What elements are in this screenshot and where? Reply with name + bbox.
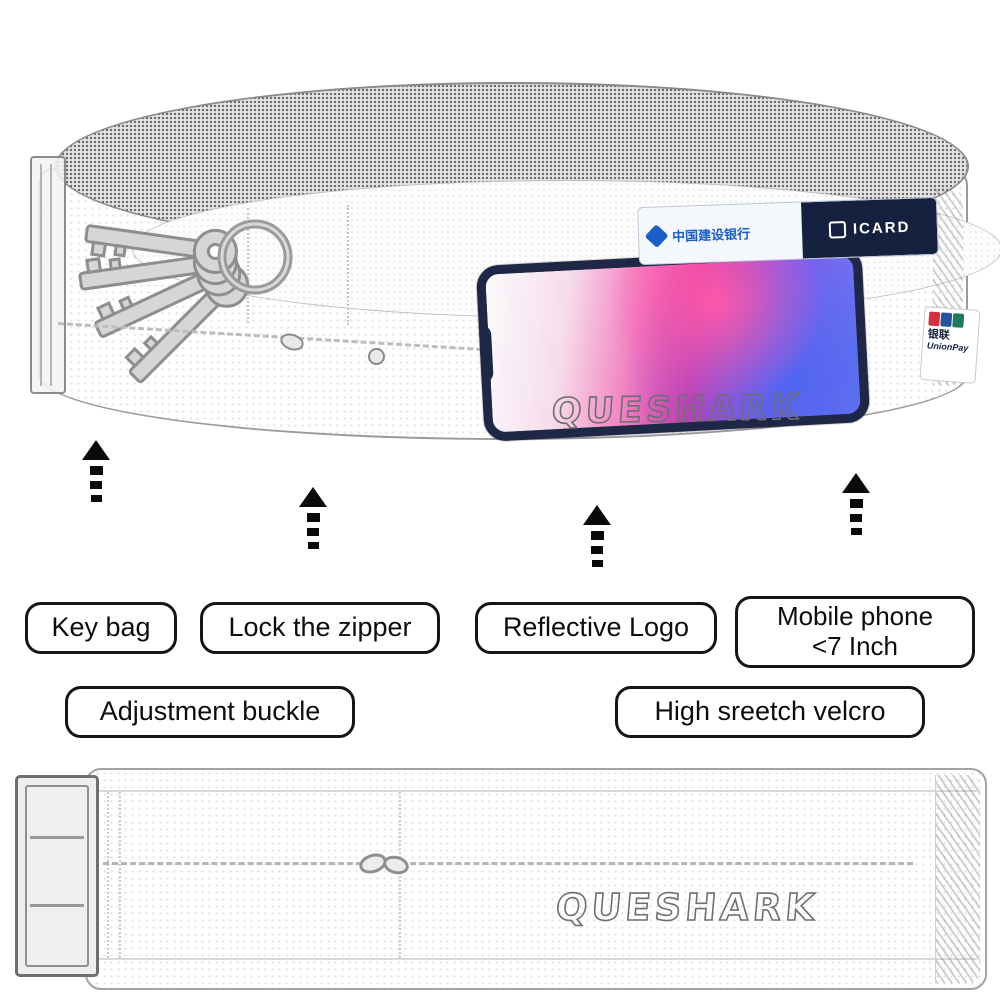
- arrow-dash: [590, 531, 604, 540]
- callout-label: Adjustment buckle: [99, 696, 321, 727]
- callout-label: Reflective Logo: [502, 612, 690, 643]
- zipper-loop-icon: [368, 348, 385, 365]
- buckle-slot: [30, 904, 84, 907]
- arrow-lock-zipper: [299, 487, 327, 549]
- arrow-mobile-phone: [842, 473, 870, 535]
- arrow-dash: [307, 542, 319, 549]
- arrow-reflective-logo: [583, 505, 611, 567]
- unionpay-logo-icon: [928, 311, 975, 328]
- arrow-dash: [90, 481, 102, 489]
- bank-logo-icon: [644, 223, 669, 248]
- arrow-dash: [850, 514, 862, 522]
- icard-label: ICARD: [852, 218, 911, 238]
- buckle-bar: [40, 164, 42, 386]
- arrow-dash: [591, 546, 603, 554]
- callout-label: High sreetch velcro: [654, 696, 886, 727]
- keys-icon: [78, 219, 293, 384]
- bottom-adjustment-buckle: [15, 775, 99, 977]
- stitch-seam: [247, 208, 249, 323]
- stitch-seam: [399, 792, 401, 958]
- zipper-line: [103, 862, 913, 865]
- bank-card-front: 中国建设银行: [638, 202, 804, 265]
- zipper-pull-icon: [356, 848, 419, 877]
- arrow-head-icon: [82, 440, 110, 460]
- brand-logo-bottom: QUESHARK: [553, 885, 821, 930]
- icard-section: ICARD: [801, 197, 938, 259]
- arrow-dash: [849, 499, 863, 508]
- callout-label: Mobile phone: [776, 601, 934, 632]
- arrow-head-icon: [299, 487, 327, 507]
- callout-label: Lock the zipper: [228, 612, 412, 643]
- arrow-dash: [306, 513, 320, 522]
- icard-icon: [828, 220, 847, 239]
- callout-high-stretch-velcro: High sreetch velcro: [615, 686, 925, 738]
- velcro-patch: [935, 775, 980, 983]
- callout-adjustment-buckle: Adjustment buckle: [65, 686, 355, 738]
- stitch-seam: [107, 792, 109, 958]
- fold-line: [95, 790, 977, 792]
- brand-logo-top: QUESHARK: [550, 387, 804, 433]
- arrow-dash: [90, 495, 102, 502]
- fold-line: [95, 958, 977, 960]
- arrow-head-icon: [842, 473, 870, 493]
- arrow-head-icon: [583, 505, 611, 525]
- adjustment-buckle: [30, 156, 66, 394]
- buckle-slot: [30, 836, 84, 839]
- stitch-seam: [347, 205, 349, 325]
- callout-label: Key bag: [51, 612, 151, 643]
- buckle-frame: [25, 785, 89, 967]
- arrow-dash: [591, 560, 603, 567]
- callout-lock-the-zipper: Lock the zipper: [200, 602, 440, 654]
- unionpay-card: 银联 UnionPay: [919, 306, 981, 384]
- buckle-bar: [50, 164, 52, 386]
- stitch-seam: [119, 792, 121, 958]
- callout-mobile-phone: Mobile phone <7 Inch: [735, 596, 975, 668]
- belt-body: [85, 768, 987, 990]
- callout-label: <7 Inch: [811, 631, 898, 661]
- callout-key-bag: Key bag: [25, 602, 177, 654]
- callout-reflective-logo: Reflective Logo: [475, 602, 717, 654]
- unionpay-en-label: UnionPay: [926, 340, 969, 354]
- arrow-dash: [89, 466, 103, 475]
- arrow-dash: [850, 528, 862, 535]
- arrow-dash: [307, 528, 319, 536]
- arrow-key-bag: [82, 440, 110, 502]
- bank-name: 中国建设银行: [671, 225, 751, 244]
- bank-card: 中国建设银行 ICARD: [637, 196, 939, 266]
